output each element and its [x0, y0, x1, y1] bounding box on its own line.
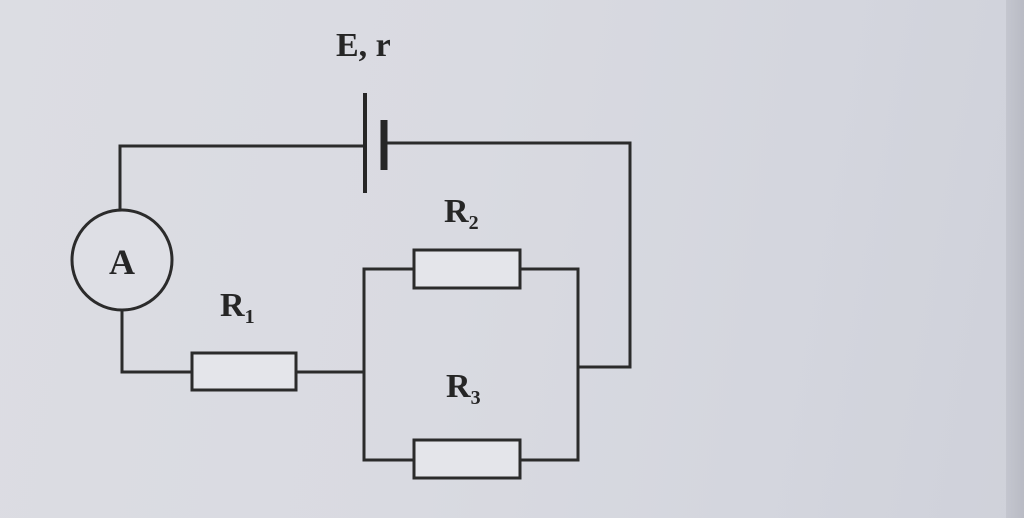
- resistor-r1: [190, 351, 298, 392]
- resistor-r2-letter: R: [444, 193, 469, 230]
- paper-edge: [1006, 0, 1024, 518]
- wire-right-bus: [518, 267, 580, 462]
- resistor-r3-label: R3: [446, 368, 481, 409]
- resistor-r1-subscript: 1: [245, 306, 255, 328]
- resistor-r3: [412, 438, 522, 480]
- wire-left-bus: [362, 267, 416, 462]
- resistor-r3-letter: R: [446, 368, 471, 405]
- wire-ammeter-to-r1: [120, 308, 194, 374]
- wire-top-left: [118, 144, 367, 212]
- ammeter-label: A: [109, 242, 135, 282]
- resistor-r1-letter: R: [220, 287, 245, 324]
- resistor-r1-label: R1: [220, 287, 255, 328]
- source-label: E, r: [336, 27, 391, 64]
- resistor-r2: [412, 248, 522, 290]
- resistor-r2-subscript: 2: [469, 212, 479, 234]
- resistor-r2-label: R2: [444, 193, 479, 234]
- resistor-r3-subscript: 3: [471, 387, 481, 409]
- wire-top-right: [382, 141, 632, 369]
